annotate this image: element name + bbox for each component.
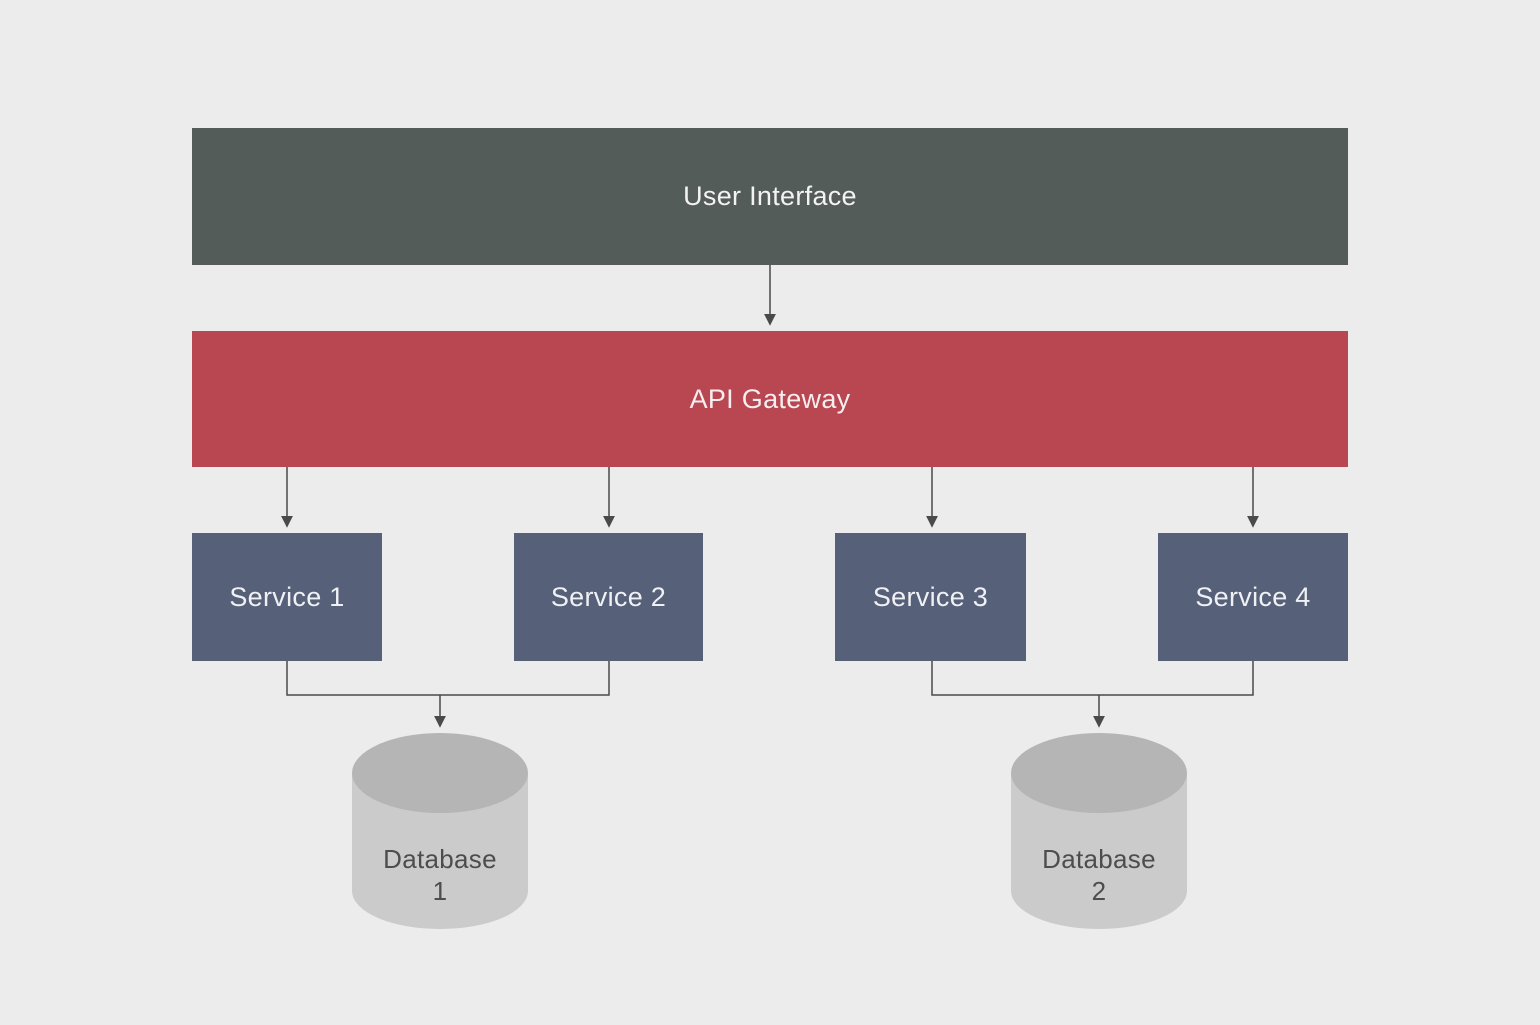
database-1-top — [352, 733, 528, 813]
node-service-4-label: Service 4 — [1195, 581, 1311, 612]
node-database-2: Database 2 — [1011, 843, 1187, 907]
node-service-4: Service 4 — [1158, 533, 1348, 661]
node-service-1: Service 1 — [192, 533, 382, 661]
node-database-2-label-line1: Database — [1042, 844, 1156, 874]
node-user-interface: User Interface — [192, 128, 1348, 265]
node-service-3: Service 3 — [835, 533, 1026, 661]
edge-services-12-merge — [286, 661, 610, 696]
node-user-interface-label: User Interface — [683, 181, 857, 211]
node-database-1-label-line2: 1 — [432, 876, 448, 906]
node-database-1: Database 1 — [352, 843, 528, 907]
node-service-3-label: Service 3 — [872, 581, 989, 612]
node-service-1-label: Service 1 — [229, 581, 345, 612]
edge-services-34-merge — [931, 661, 1254, 696]
node-database-1-label-line1: Database — [383, 844, 497, 874]
database-1-body — [352, 773, 528, 929]
database-cylinder-icon — [1011, 733, 1187, 929]
node-api-gateway-label: API Gateway — [689, 383, 851, 414]
node-api-gateway: API Gateway — [192, 331, 1348, 467]
node-database-2-label-line2: 2 — [1091, 876, 1107, 906]
database-cylinder-icon — [352, 733, 528, 929]
node-service-2-label: Service 2 — [550, 581, 667, 612]
node-service-2: Service 2 — [514, 533, 703, 661]
database-2-top — [1011, 733, 1187, 813]
database-2-body — [1011, 773, 1187, 929]
